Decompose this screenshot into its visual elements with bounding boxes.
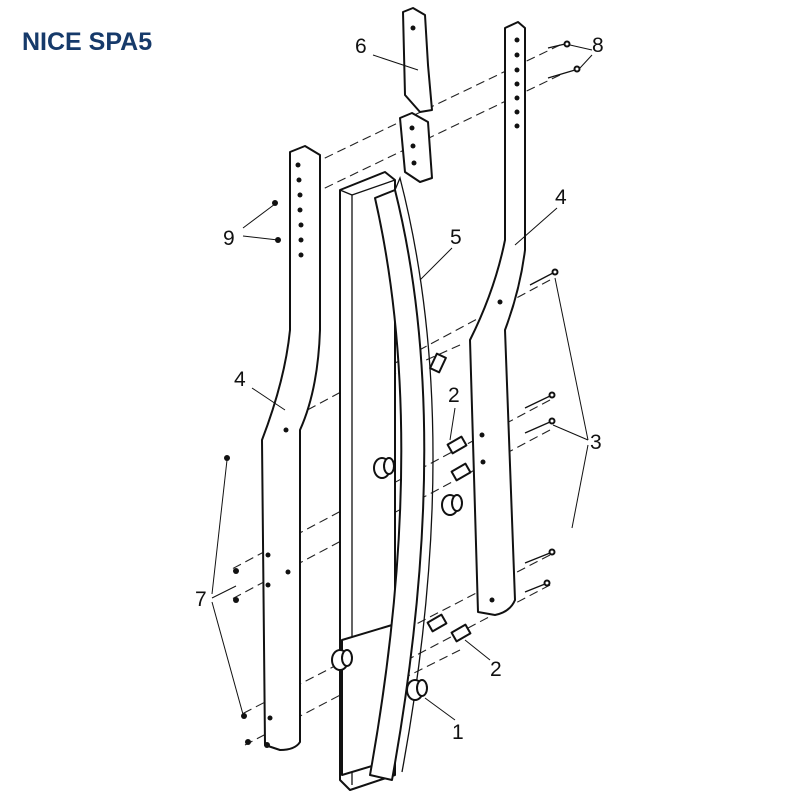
fasteners [224, 40, 581, 748]
callout-part-7: 7 [195, 588, 207, 611]
left-bar-part-4 [261, 145, 321, 751]
callout-part-4-left: 4 [234, 368, 246, 391]
callout-part-9: 9 [223, 227, 235, 250]
callout-part-3: 3 [590, 431, 602, 454]
callout-part-2-upper: 2 [448, 384, 460, 407]
leader-lines [211, 44, 593, 721]
callout-part-6: 6 [355, 35, 367, 58]
callout-part-4-right: 4 [555, 186, 567, 209]
right-bar-part-4 [469, 21, 526, 616]
diagram-title: NICE SPA5 [22, 28, 153, 56]
callout-part-1: 1 [452, 721, 464, 744]
bracket-plate-part-6 [399, 7, 433, 183]
callout-part-2-lower: 2 [490, 658, 502, 681]
callout-part-8: 8 [592, 34, 604, 57]
callout-part-5: 5 [450, 226, 462, 249]
center-post [339, 171, 396, 791]
callout-labels: 6 8 9 5 4 4 2 3 7 2 1 [195, 34, 604, 744]
curved-arm-part-5 [369, 175, 434, 781]
